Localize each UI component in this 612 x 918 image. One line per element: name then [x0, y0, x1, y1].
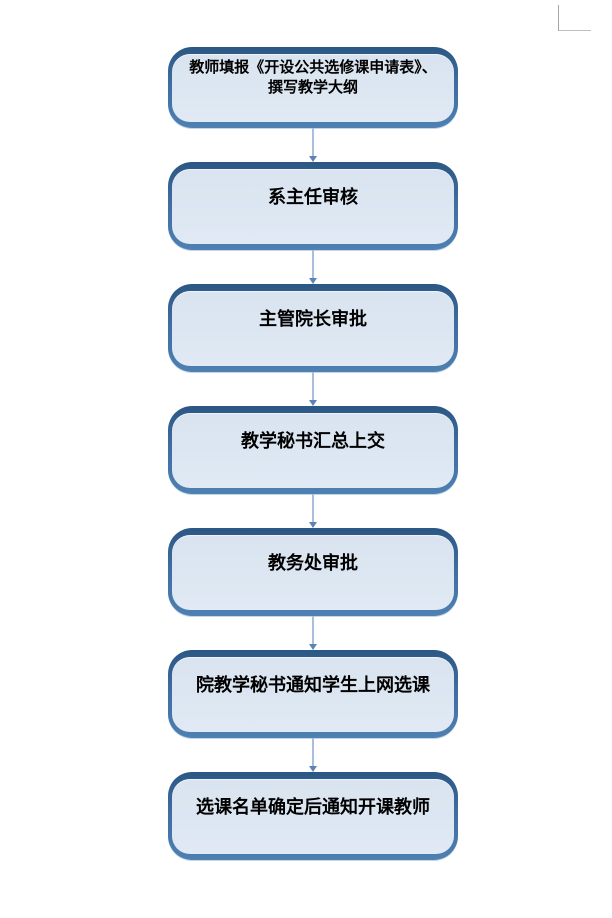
- flowchart: 教师填报《开设公共选修课申请表》、 撰写教学大纲 系主任审核 主管院长审批: [168, 47, 458, 860]
- flow-arrow-4: [168, 494, 458, 528]
- flow-node-3-body: 主管院长审批: [172, 291, 454, 366]
- flow-arrow-3: [168, 372, 458, 406]
- flow-arrow-6: [168, 738, 458, 772]
- flow-node-2[interactable]: 系主任审核: [168, 162, 458, 250]
- arrow-line: [312, 372, 314, 400]
- flow-node-4[interactable]: 教学秘书汇总上交: [168, 406, 458, 494]
- flow-node-3[interactable]: 主管院长审批: [168, 284, 458, 372]
- flow-node-2-label: 系主任审核: [268, 186, 358, 207]
- flow-node-1-body: 教师填报《开设公共选修课申请表》、 撰写教学大纲: [172, 54, 454, 122]
- flow-arrow-5: [168, 616, 458, 650]
- flow-node-6-body: 院教学秘书通知学生上网选课: [172, 657, 454, 732]
- arrow-head-icon: [309, 278, 317, 284]
- flow-node-7-body: 选课名单确定后通知开课教师: [172, 779, 454, 854]
- text-boundary-corner-mark: [558, 5, 591, 31]
- flow-node-5-body: 教务处审批: [172, 535, 454, 610]
- flow-node-1-label: 教师填报《开设公共选修课申请表》、 撰写教学大纲: [189, 59, 437, 96]
- flow-node-5-label: 教务处审批: [268, 552, 358, 573]
- flow-node-5[interactable]: 教务处审批: [168, 528, 458, 616]
- arrow-line: [312, 128, 314, 156]
- flow-node-7-label: 选课名单确定后通知开课教师: [196, 796, 430, 817]
- flow-node-2-body: 系主任审核: [172, 169, 454, 244]
- flow-node-6-label: 院教学秘书通知学生上网选课: [196, 674, 430, 695]
- arrow-head-icon: [309, 400, 317, 406]
- arrow-head-icon: [309, 156, 317, 162]
- flow-node-6[interactable]: 院教学秘书通知学生上网选课: [168, 650, 458, 738]
- flow-arrow-1: [168, 128, 458, 162]
- arrow-line: [312, 494, 314, 522]
- arrow-head-icon: [309, 766, 317, 772]
- arrow-head-icon: [309, 644, 317, 650]
- flow-node-3-label: 主管院长审批: [259, 308, 367, 329]
- flow-node-4-body: 教学秘书汇总上交: [172, 413, 454, 488]
- flow-arrow-2: [168, 250, 458, 284]
- arrow-line: [312, 616, 314, 644]
- arrow-head-icon: [309, 522, 317, 528]
- flow-node-7[interactable]: 选课名单确定后通知开课教师: [168, 772, 458, 860]
- arrow-line: [312, 250, 314, 278]
- arrow-line: [312, 738, 314, 766]
- flow-node-1[interactable]: 教师填报《开设公共选修课申请表》、 撰写教学大纲: [168, 47, 458, 128]
- flow-node-4-label: 教学秘书汇总上交: [241, 430, 385, 451]
